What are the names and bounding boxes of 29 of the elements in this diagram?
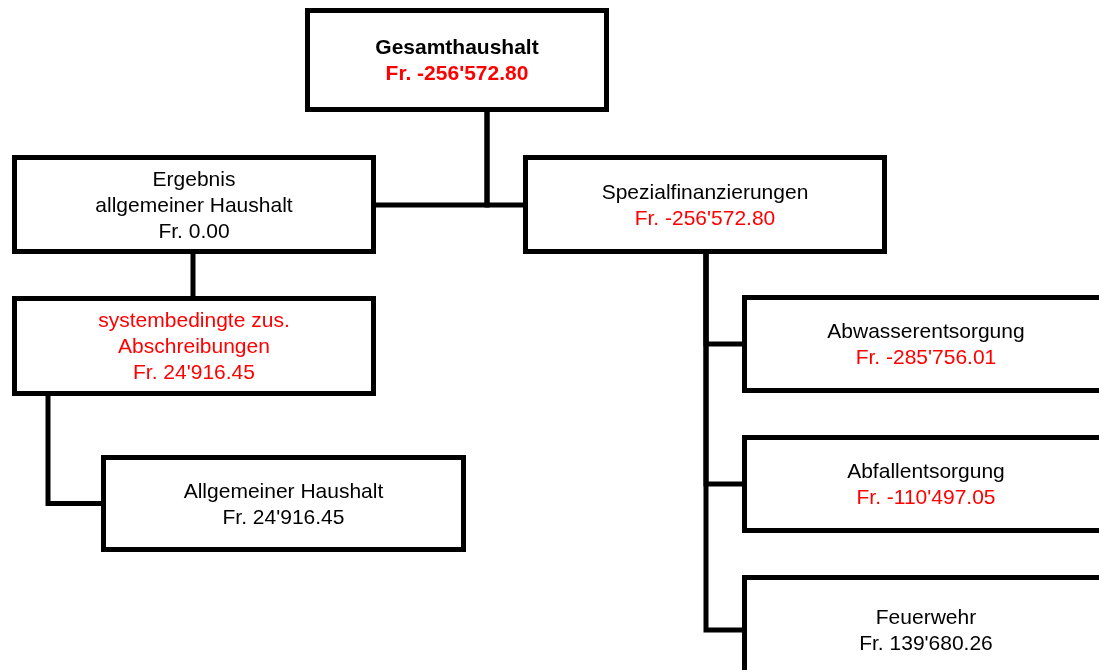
box-title: allgemeiner Haushalt (95, 191, 293, 218)
org-box (305, 8, 609, 112)
amount-text: Fr. -256'572.80 (385, 60, 529, 86)
box-title: Spezialfinanzierungen (601, 178, 809, 205)
org-box (12, 155, 376, 254)
org-box (12, 296, 376, 396)
amount-text: Fr. 24'916.45 (222, 503, 345, 530)
box-title: systembedingte zus. Abschreibungen (97, 307, 291, 359)
connector-line (45, 396, 101, 506)
amount-text: Fr. 139'680.26 (859, 630, 993, 656)
amount-text: Fr. -285'756.01 (855, 344, 997, 370)
org-box (523, 155, 887, 254)
org-box (742, 435, 1099, 533)
org-box (101, 455, 466, 552)
box-title: Gesamthaushalt (375, 34, 539, 60)
connector-line (190, 254, 196, 296)
box-title: Abwasserentsorgung (827, 318, 1025, 344)
amount-text: Fr. -110'497.05 (856, 484, 996, 510)
amount-text: Fr. 0.00 (158, 217, 230, 244)
amount-text: Fr. 24'916.45 (133, 359, 255, 385)
box-title: Allgemeiner Haushalt (183, 477, 384, 504)
box-title: Ergebnis (152, 165, 236, 192)
box-title: Feuerwehr (875, 604, 977, 630)
connector-line (703, 254, 742, 633)
amount-text: Fr. -256'572.80 (634, 204, 776, 231)
org-box (742, 295, 1099, 393)
org-box (742, 575, 1099, 670)
box-title: Abfallentsorgung (847, 458, 1005, 484)
connector-line (484, 112, 523, 208)
